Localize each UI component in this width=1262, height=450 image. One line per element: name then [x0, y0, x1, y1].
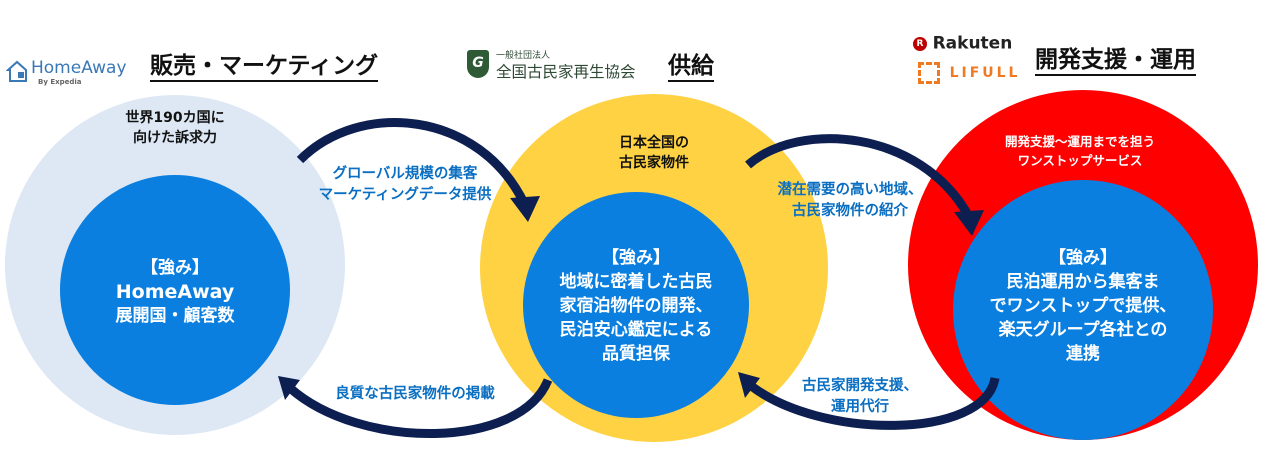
association-type-text: 一般社団法人: [496, 51, 551, 61]
text-line: 展開国・顧客数: [115, 306, 235, 326]
arrow-top-left: [296, 118, 530, 207]
arrowhead-bottom-right: [738, 372, 760, 398]
text-line: 潜在需要の高い地域、: [777, 182, 923, 198]
text-line: 世界190カ国に: [125, 110, 225, 126]
arrow-bottom-left: [287, 378, 553, 439]
heading-operation: 開発支援・運用: [1035, 46, 1196, 76]
arrowhead-bottom-left: [278, 376, 300, 400]
text-line: 【強み】: [602, 248, 670, 268]
text-line: グローバル規模の集客: [332, 166, 478, 182]
text-line: マーケティングデータ提供: [318, 187, 492, 203]
rakuten-logo: R Rakuten: [913, 33, 1012, 54]
marketing-outer-text: 世界190カ国に 向けた訴求力: [75, 108, 275, 148]
flow-label-area-intro: 潜在需要の高い地域、 古民家物件の紹介: [750, 180, 950, 222]
text-line: ワンストップサービス: [1017, 153, 1143, 168]
text-line: 民泊安心鑑定による: [559, 320, 713, 340]
text-line: HomeAway: [115, 281, 235, 303]
operation-outer-text: 開発支援～運用までを担う ワンストップサービス: [960, 132, 1200, 170]
text-line: 地域に密着した古民: [559, 272, 713, 292]
homeaway-logo: HomeAway By Expedia: [4, 58, 134, 88]
text-line: 古民家物件: [619, 155, 689, 171]
text-line: 古民家開発支援、: [802, 378, 918, 394]
arrow-bottom-right: [747, 376, 1000, 430]
text-line: 民泊運用から集客ま: [1006, 272, 1160, 292]
arrowhead-top-right: [954, 210, 984, 236]
supply-outer-text: 日本全国の 古民家物件: [554, 133, 754, 173]
text-line: 古民家物件の紹介: [792, 203, 908, 219]
arrowhead-top-left: [510, 196, 540, 222]
text-line: でワンストップで提供、: [989, 296, 1177, 316]
house-icon: [5, 60, 28, 82]
flow-label-dev-support: 古民家開発支援、 運用代行: [770, 376, 950, 418]
lifull-logo: LIFULL: [918, 62, 1020, 84]
lifull-logo-text: LIFULL: [949, 65, 1021, 81]
lifull-bracket-icon: [918, 62, 940, 84]
text-line: 日本全国の: [619, 135, 689, 151]
text-line: 運用代行: [831, 399, 889, 415]
inner-circle-supply: [523, 192, 749, 418]
text-line: 品質担保: [602, 344, 670, 364]
text-line: 家宿泊物件の開発、: [559, 296, 713, 316]
homeaway-logo-text: HomeAway: [31, 58, 127, 78]
inner-circle-operation: [953, 180, 1213, 440]
text-line: 良質な古民家物件の掲載: [335, 386, 495, 402]
inner-circle-marketing: [60, 175, 290, 405]
association-name-text: 全国古民家再生協会: [496, 63, 636, 81]
flow-label-marketing-data: グローバル規模の集客 マーケティングデータ提供: [305, 164, 505, 206]
text-line: 【強み】: [1049, 248, 1117, 268]
rakuten-r-icon: R: [913, 36, 927, 51]
text-line: 楽天グループ各社との: [998, 320, 1168, 340]
operation-strength-text: 【強み】 民泊運用から集客ま でワンストップで提供、 楽天グループ各社との 連携: [953, 246, 1213, 366]
homeaway-logo-sub: By Expedia: [38, 78, 82, 86]
kominka-association-logo: G 一般社団法人 全国古民家再生協会: [465, 48, 665, 82]
arrow-top-right: [745, 134, 972, 218]
heading-marketing: 販売・マーケティング: [150, 52, 379, 82]
supply-strength-text: 【強み】 地域に密着した古民 家宿泊物件の開発、 民泊安心鑑定による 品質担保: [520, 246, 752, 366]
text-line: 連携: [1066, 344, 1100, 364]
flow-label-listing: 良質な古民家物件の掲載: [305, 384, 525, 405]
text-line: 向けた訴求力: [133, 130, 217, 146]
marketing-strength-text: 【強み】 HomeAway 展開国・顧客数: [60, 256, 290, 328]
text-line: 【強み】: [141, 258, 209, 278]
rakuten-logo-text: Rakuten: [932, 33, 1013, 54]
shield-emblem-icon: G: [467, 50, 489, 78]
text-line: 開発支援～運用までを担う: [1004, 134, 1155, 149]
heading-supply: 供給: [668, 52, 714, 82]
